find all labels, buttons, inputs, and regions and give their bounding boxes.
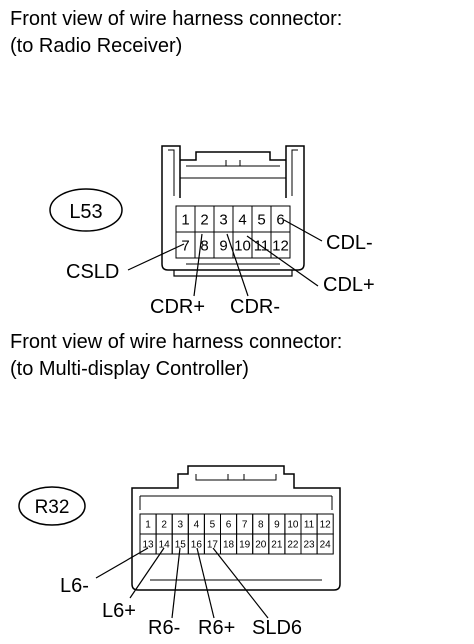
heading-line: Front view of wire harness connector: bbox=[10, 8, 343, 30]
pin-number: 8 bbox=[200, 237, 208, 254]
connector-l53 bbox=[161, 145, 305, 277]
leader-line bbox=[246, 235, 319, 287]
connector-code: L53 bbox=[69, 201, 102, 223]
pin-number: 11 bbox=[304, 520, 315, 531]
pin-number: 16 bbox=[191, 540, 203, 551]
signal-label-sld6: SLD6 bbox=[252, 617, 302, 639]
pin-number: 19 bbox=[239, 540, 251, 551]
pin-number: 6 bbox=[226, 520, 232, 531]
signal-label-l6-minus: L6- bbox=[60, 575, 89, 597]
pin-number: 8 bbox=[258, 520, 264, 531]
r32-code-badge: R32 bbox=[18, 486, 86, 526]
pin-number: 3 bbox=[177, 520, 183, 531]
leader-line bbox=[283, 219, 323, 242]
pin-number: 3 bbox=[219, 211, 227, 228]
signal-label-cdl-plus: CDL+ bbox=[323, 274, 375, 296]
leader-line bbox=[127, 243, 185, 271]
heading-line: (to Multi-display Controller) bbox=[10, 358, 249, 380]
l53-code-badge: L53 bbox=[49, 188, 123, 232]
signal-label-r6-minus: R6- bbox=[148, 617, 180, 639]
signal-label-cdr-plus: CDR+ bbox=[150, 296, 205, 318]
pin-number: 24 bbox=[320, 540, 332, 551]
pin-number: 17 bbox=[207, 540, 219, 551]
pin-cell bbox=[316, 533, 334, 555]
leader-line bbox=[226, 233, 249, 297]
pin-number: 1 bbox=[145, 520, 151, 531]
signal-label-l6-plus: L6+ bbox=[102, 600, 136, 622]
pin-number: 21 bbox=[271, 540, 283, 551]
signal-label-csld: CSLD bbox=[66, 261, 119, 283]
pin-number: 12 bbox=[272, 237, 289, 254]
signal-label-r6-plus: R6+ bbox=[198, 617, 235, 639]
pin-number: 4 bbox=[194, 520, 200, 531]
leader-line bbox=[212, 547, 269, 619]
pin-number: 18 bbox=[223, 540, 235, 551]
leader-line bbox=[196, 547, 215, 619]
pin-number: 1 bbox=[181, 211, 189, 228]
leader-line bbox=[95, 547, 149, 579]
pin-number: 13 bbox=[142, 540, 154, 551]
pin-number: 15 bbox=[175, 540, 187, 551]
connector-1-heading: Front view of wire harness connector: (t… bbox=[10, 6, 342, 60]
signal-label-cdr-minus: CDR- bbox=[230, 296, 280, 318]
pin-number: 2 bbox=[200, 211, 208, 228]
heading-line: Front view of wire harness connector: bbox=[10, 331, 343, 353]
leader-line bbox=[171, 547, 181, 619]
pin-cell bbox=[270, 231, 291, 259]
pin-number: 5 bbox=[257, 211, 265, 228]
pin-number: 7 bbox=[181, 237, 189, 254]
pin-number: 2 bbox=[161, 520, 167, 531]
connector-r32 bbox=[131, 465, 341, 591]
heading-line: (to Radio Receiver) bbox=[10, 35, 183, 57]
pin-number: 9 bbox=[274, 520, 280, 531]
pin-number: 5 bbox=[210, 520, 216, 531]
pin-number: 6 bbox=[276, 211, 284, 228]
pin-number: 9 bbox=[219, 237, 227, 254]
connector-code: R32 bbox=[35, 497, 70, 518]
pin-number: 23 bbox=[303, 540, 315, 551]
pin-number: 14 bbox=[159, 540, 171, 551]
pin-number: 12 bbox=[320, 520, 332, 531]
pin-number: 10 bbox=[287, 520, 299, 531]
connector-2-heading: Front view of wire harness connector: (t… bbox=[10, 329, 342, 383]
pin-number: 4 bbox=[238, 211, 246, 228]
leader-line bbox=[129, 547, 165, 599]
pin-number: 22 bbox=[287, 540, 299, 551]
pin-number: 7 bbox=[242, 520, 248, 531]
pin-number: 10 bbox=[234, 237, 251, 254]
pin-number: 20 bbox=[255, 540, 267, 551]
signal-label-cdl-minus: CDL- bbox=[326, 232, 373, 254]
leader-line bbox=[193, 233, 203, 297]
